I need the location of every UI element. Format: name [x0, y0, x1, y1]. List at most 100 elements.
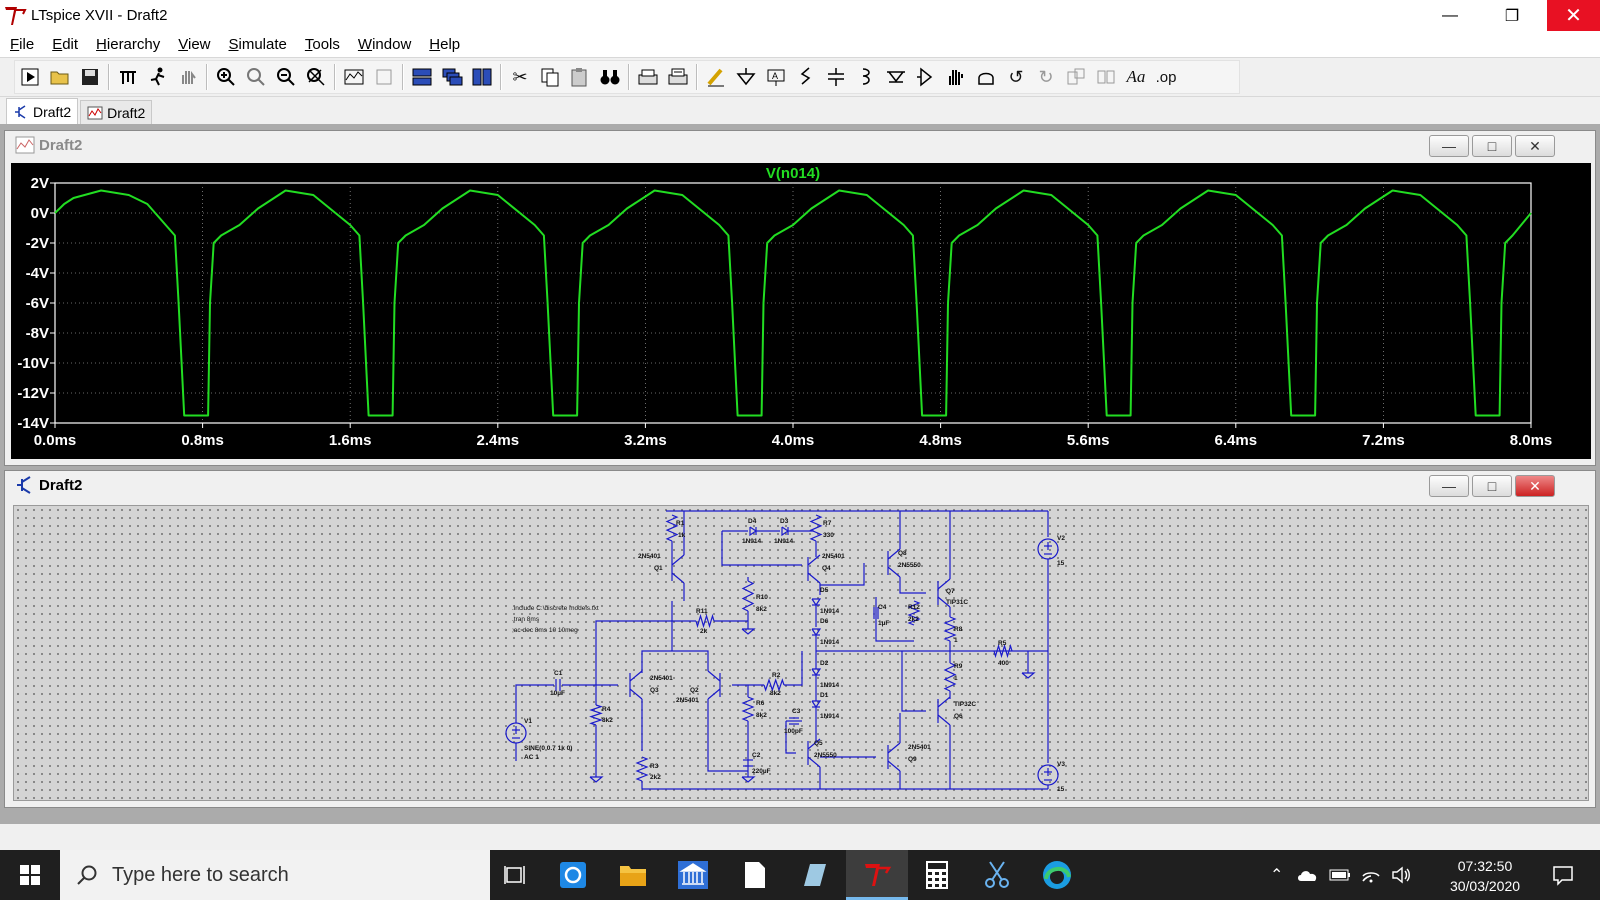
waveform-settings-icon[interactable]: [369, 62, 399, 92]
save-icon[interactable]: [75, 62, 105, 92]
schematic-label-d3[interactable]: D3: [780, 518, 789, 525]
control-panel-icon[interactable]: [113, 62, 143, 92]
schematic-label-d2[interactable]: D2: [820, 660, 829, 667]
schematic-label-r6[interactable]: R6: [756, 700, 765, 707]
menu-edit[interactable]: Edit: [52, 35, 79, 53]
bank-app-icon[interactable]: [676, 858, 710, 892]
schematic-label-c1[interactable]: C1: [554, 670, 563, 677]
schematic-minimize-button[interactable]: —: [1429, 475, 1469, 497]
schematic-window-caption[interactable]: Draft2: [5, 471, 1595, 499]
schematic-close-button[interactable]: ✕: [1515, 475, 1555, 497]
inductor-icon[interactable]: [851, 62, 881, 92]
tab-schematic[interactable]: Draft2: [6, 98, 79, 124]
spice-directive-icon[interactable]: .op: [1155, 68, 1177, 86]
zoom-pan-icon[interactable]: [241, 62, 271, 92]
onedrive-cloud-icon[interactable]: [1297, 868, 1319, 882]
tile-vertical-icon[interactable]: [467, 62, 497, 92]
schematic-label-c4[interactable]: C4: [878, 604, 887, 611]
menu-view[interactable]: View: [178, 35, 211, 53]
copy-icon[interactable]: [535, 62, 565, 92]
schematic-label-q6m[interactable]: TIP32C: [954, 701, 976, 708]
paste-icon[interactable]: [565, 62, 595, 92]
schematic-label-r8v[interactable]: 1: [954, 637, 958, 644]
zoom-fit-icon[interactable]: [301, 62, 331, 92]
volume-icon[interactable]: [1391, 866, 1411, 884]
schematic-label-r5[interactable]: R5: [998, 640, 1007, 647]
schematic-maximize-button[interactable]: □: [1472, 475, 1512, 497]
schematic-label-v3[interactable]: V3: [1057, 761, 1065, 768]
schematic-label-c3[interactable]: C3: [792, 708, 801, 715]
tab-waveform[interactable]: Draft2: [80, 100, 153, 124]
schematic-label-r11[interactable]: R11: [696, 608, 708, 615]
schematic-label-r2v[interactable]: 8k2: [770, 690, 781, 697]
schematic-label-d3v[interactable]: 1N914: [774, 538, 794, 545]
wifi-icon[interactable]: [1361, 866, 1381, 884]
taskbar-clock[interactable]: 07:32:50 30/03/2020: [1440, 856, 1530, 896]
schematic-label-q5[interactable]: Q5: [814, 740, 823, 747]
menu-window[interactable]: Window: [357, 35, 412, 53]
waveform-close-button[interactable]: ✕: [1515, 135, 1555, 157]
schematic-label-r4[interactable]: R4: [602, 706, 611, 713]
ground-icon[interactable]: [731, 62, 761, 92]
schematic-label-c4v[interactable]: 1µF: [878, 620, 889, 627]
trace-name-label[interactable]: V(n014): [766, 165, 820, 182]
tray-chevron-up-icon[interactable]: ⌃: [1270, 867, 1284, 884]
file-explorer-icon[interactable]: [616, 858, 650, 892]
schematic-label-v1[interactable]: V1: [524, 718, 532, 725]
snipping-tool-icon[interactable]: [980, 858, 1014, 892]
schematic-label-r3[interactable]: R3: [650, 763, 659, 770]
autorange-icon[interactable]: [339, 62, 369, 92]
undo-icon[interactable]: ↺: [1008, 66, 1024, 87]
zoom-in-icon[interactable]: [211, 62, 241, 92]
schematic-label-d4[interactable]: D4: [748, 518, 757, 525]
find-binoculars-icon[interactable]: [595, 62, 625, 92]
schematic-label-r3v[interactable]: 2k2: [650, 774, 661, 781]
capacitor-icon[interactable]: [821, 62, 851, 92]
schematic-label-r8[interactable]: R8: [954, 626, 963, 633]
menu-tools[interactable]: Tools: [304, 35, 340, 53]
drag-hand-icon[interactable]: [971, 62, 1001, 92]
schematic-label-q7[interactable]: Q7: [946, 588, 955, 595]
schematic-label-v2v[interactable]: 15: [1057, 560, 1065, 567]
schematic-label-q4m[interactable]: 2N5401: [822, 553, 845, 560]
schematic-label-r1[interactable]: R1: [676, 520, 685, 527]
schematic-label-v1ac[interactable]: AC 1: [524, 754, 539, 761]
schematic-label-q3[interactable]: Q3: [650, 687, 659, 694]
schematic-label-r12v[interactable]: 2k2: [908, 616, 919, 623]
resistor-icon[interactable]: [791, 62, 821, 92]
waveform-minimize-button[interactable]: —: [1429, 135, 1469, 157]
schematic-label-r7v[interactable]: 330: [823, 532, 834, 539]
new-schematic-icon[interactable]: [15, 62, 45, 92]
schematic-label-q1[interactable]: Q1: [654, 565, 663, 572]
schematic-label-q5m[interactable]: 2N5550: [814, 752, 837, 759]
diode-icon[interactable]: [881, 62, 911, 92]
waveform-maximize-button[interactable]: □: [1472, 135, 1512, 157]
schematic-label-q9[interactable]: Q9: [908, 756, 917, 763]
schematic-label-q6[interactable]: Q6: [954, 713, 963, 720]
start-button[interactable]: [0, 850, 60, 900]
task-view-icon[interactable]: [498, 858, 532, 892]
zoom-out-icon[interactable]: [271, 62, 301, 92]
minimize-button[interactable]: —: [1442, 6, 1458, 24]
component-icon[interactable]: [911, 62, 941, 92]
close-button[interactable]: ✕: [1547, 0, 1600, 31]
label-net-icon[interactable]: A: [761, 62, 791, 92]
schematic-label-q1m[interactable]: 2N5401: [638, 553, 661, 560]
cut-icon[interactable]: ✂: [512, 66, 528, 87]
taskbar-search-box[interactable]: Type here to search: [60, 850, 490, 900]
battery-icon[interactable]: [1329, 868, 1351, 882]
menu-file[interactable]: File: [10, 35, 35, 53]
text-icon[interactable]: Aa: [1126, 67, 1146, 86]
taskbar-app-sync-icon[interactable]: [556, 858, 590, 892]
schematic-label-q7m[interactable]: TIP31C: [946, 599, 968, 606]
schematic-label-q8m[interactable]: 2N5550: [898, 562, 921, 569]
schematic-label-d1v[interactable]: 1N914: [820, 713, 840, 720]
schematic-label-q3m[interactable]: 2N5401: [650, 675, 673, 682]
print-preview-icon[interactable]: [663, 62, 693, 92]
schematic-label-d5[interactable]: D5: [820, 587, 829, 594]
schematic-label-r7[interactable]: R7: [823, 520, 832, 527]
schematic-label-r11v[interactable]: 2k: [700, 628, 708, 635]
menu-help[interactable]: Help: [429, 35, 461, 53]
